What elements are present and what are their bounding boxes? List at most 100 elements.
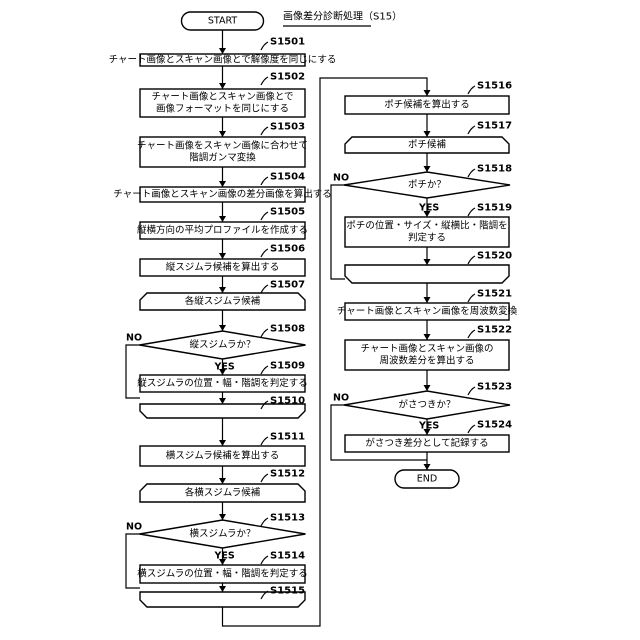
- step-id-leader: [468, 208, 475, 216]
- step-id-s1523: S1523: [468, 382, 512, 396]
- step-text: がさつき差分として記録する: [365, 437, 488, 449]
- step-id-text: S1512: [270, 469, 305, 480]
- step-id-s1501: S1501: [261, 37, 305, 51]
- step-text: チャート画像をスキャン画像に合わせて: [137, 140, 308, 152]
- process-box-s1524: がさつき差分として記録する: [345, 435, 509, 452]
- process-box-s1501: チャート画像とスキャン画像とで解像度を同じにする: [109, 54, 337, 67]
- step-id-leader: [261, 127, 268, 135]
- step-id-text: S1502: [270, 72, 305, 83]
- step-id-s1505: S1505: [261, 207, 305, 221]
- decision-s1518: ポチか？: [344, 172, 510, 198]
- step-id-leader: [468, 294, 475, 302]
- process-box-s1509: 縦スジムラの位置・幅・階調を判定する: [137, 375, 308, 392]
- step-id-leader: [468, 169, 475, 177]
- yes-label: YES: [418, 421, 439, 432]
- flow-arrow: [424, 131, 431, 137]
- step-text: チャート画像とスキャン画像を周波数変換: [337, 305, 518, 317]
- no-label: NO: [126, 333, 142, 344]
- step-id-s1506: S1506: [261, 244, 305, 258]
- flow-arrow: [219, 287, 226, 293]
- step-id-text: S1517: [477, 121, 512, 132]
- step-text: チャート画像とスキャン画像とで解像度を同じにする: [109, 54, 337, 66]
- step-text: ポチか？: [408, 180, 446, 191]
- step-id-s1511: S1511: [261, 432, 305, 446]
- step-id-leader: [261, 518, 268, 526]
- step-text: 横スジムラの位置・幅・階調を判定する: [137, 568, 308, 580]
- step-text: チャート画像とスキャン画像の: [361, 343, 494, 355]
- yes-label: YES: [214, 362, 235, 373]
- step-id-leader: [468, 330, 475, 338]
- step-id-s1507: S1507: [261, 280, 305, 294]
- step-id-leader: [261, 249, 268, 257]
- step-id-leader: [261, 556, 268, 564]
- loop-start-s1512: 各横スジムラ候補: [140, 484, 305, 502]
- step-id-s1524: S1524: [468, 420, 512, 434]
- no-label: NO: [333, 393, 349, 404]
- step-id-text: S1515: [270, 586, 305, 597]
- step-id-s1508: S1508: [261, 324, 305, 338]
- step-id-text: S1518: [477, 164, 512, 175]
- flow-arrow: [219, 48, 226, 54]
- step-id-text: S1504: [270, 172, 305, 183]
- step-text: 縦横方向の平均プロファイルを作成する: [137, 224, 308, 236]
- yes-label: YES: [418, 203, 439, 214]
- flow-arrow: [424, 297, 431, 303]
- process-box-s1506: 縦スジムラ候補を算出する: [140, 259, 305, 276]
- flow-arrow: [219, 83, 226, 89]
- no-branch-line-s1518: [331, 185, 345, 279]
- step-id-text: S1520: [477, 251, 512, 262]
- start-terminal: START: [182, 12, 264, 30]
- step-text: 画像フォーマットを同じにする: [156, 103, 289, 115]
- step-id-s1513: S1513: [261, 513, 305, 527]
- process-box-s1502: チャート画像とスキャン画像とで画像フォーマットを同じにする: [140, 89, 305, 117]
- step-id-s1509: S1509: [261, 361, 305, 375]
- flow-arrow: [219, 440, 226, 446]
- flow-arrow: [424, 464, 431, 470]
- diagram-title: 画像差分診断処理（S15）: [283, 10, 402, 27]
- step-id-s1512: S1512: [261, 469, 305, 483]
- decision-s1508: 縦スジムラか？: [140, 331, 306, 359]
- flow-arrow: [219, 398, 226, 404]
- step-text: 判定する: [408, 232, 446, 244]
- flow-arrow: [424, 334, 431, 340]
- loop-end-s1520: [345, 265, 509, 283]
- step-id-text: S1514: [270, 551, 305, 562]
- step-id-s1514: S1514: [261, 551, 305, 565]
- step-text: 各横スジムラ候補: [185, 487, 261, 499]
- process-box-s1504: チャート画像とスキャン画像の差分画像を算出する: [113, 187, 331, 202]
- step-text: 各縦スジムラ候補: [185, 295, 261, 307]
- flow-arrow: [219, 325, 226, 331]
- flow-arrow: [219, 216, 226, 222]
- flow-arrow: [424, 166, 431, 172]
- flow-arrow: [424, 385, 431, 391]
- step-text: 階調ガンマ変換: [189, 152, 256, 164]
- flow-arrow: [219, 131, 226, 137]
- process-box-s1514: 横スジムラの位置・幅・階調を判定する: [137, 565, 308, 583]
- step-id-leader: [468, 86, 475, 94]
- flow-arrow: [219, 478, 226, 484]
- no-branch-line-s1513: [126, 534, 140, 588]
- step-id-leader: [261, 285, 268, 293]
- flow-arrow: [219, 514, 226, 520]
- step-id-leader: [468, 126, 475, 134]
- step-id-text: S1508: [270, 324, 305, 335]
- step-id-leader: [261, 77, 268, 85]
- step-id-s1520: S1520: [468, 251, 512, 265]
- step-id-text: S1501: [270, 37, 305, 48]
- step-text: ポチ候補: [408, 139, 447, 151]
- no-label: NO: [333, 173, 349, 184]
- step-text: チャート画像とスキャン画像の差分画像を算出する: [113, 188, 331, 200]
- step-text: 横スジムラか？: [189, 528, 255, 540]
- step-id-text: S1511: [270, 432, 305, 443]
- step-id-leader: [261, 212, 268, 220]
- no-label: NO: [126, 522, 142, 533]
- step-id-s1502: S1502: [261, 72, 305, 86]
- process-box-s1503: チャート画像をスキャン画像に合わせて階調ガンマ変換: [137, 137, 308, 167]
- step-id-leader: [261, 329, 268, 337]
- step-text: 周波数差分を算出する: [379, 355, 474, 367]
- process-box-s1505: 縦横方向の平均プロファイルを作成する: [137, 222, 308, 239]
- flowchart-nodes: STARTチャート画像とスキャン画像とで解像度を同じにするチャート画像とスキャン…: [109, 12, 518, 607]
- step-id-s1503: S1503: [261, 122, 305, 136]
- yes-label: YES: [214, 551, 235, 562]
- step-id-s1516: S1516: [468, 81, 512, 95]
